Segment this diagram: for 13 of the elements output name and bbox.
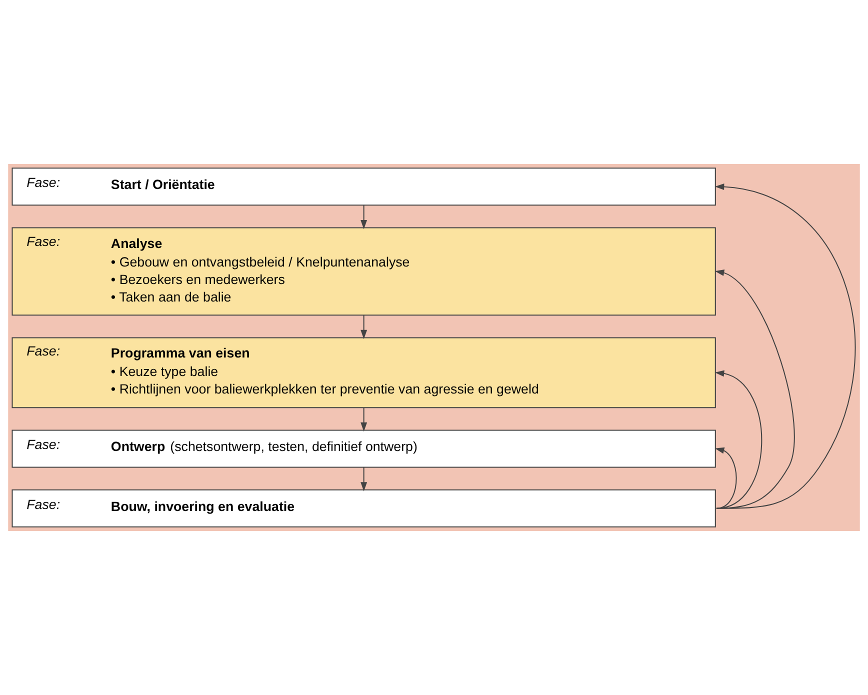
- arrow: [714, 370, 762, 509]
- arrow: [714, 184, 856, 509]
- arrow: [714, 447, 737, 509]
- arrow: [714, 270, 795, 509]
- arrow: [360, 467, 368, 492]
- arrow: [360, 315, 368, 340]
- node-box: Fase: Ontwerp (schetsontwerp, testen, definitief ontwerp): [12, 430, 716, 468]
- node-box: Fase: Programma van eisen • Keuze type balie • Richtlijnen voor baliewerkplekken ter preventie van agressie en geweld: [12, 337, 716, 408]
- node-box: Fase: Start / Oriëntatie: [12, 168, 716, 206]
- node-box: Fase: Analyse • Gebouw en ontvangstbeleid / Knelpuntenanalyse • Bezoekers en medewerkers • Taken aan de balie: [12, 227, 716, 316]
- node-box: Fase: Bouw, invoering en evaluatie: [12, 489, 716, 528]
- arrow: [360, 408, 368, 432]
- arrow: [360, 205, 368, 230]
